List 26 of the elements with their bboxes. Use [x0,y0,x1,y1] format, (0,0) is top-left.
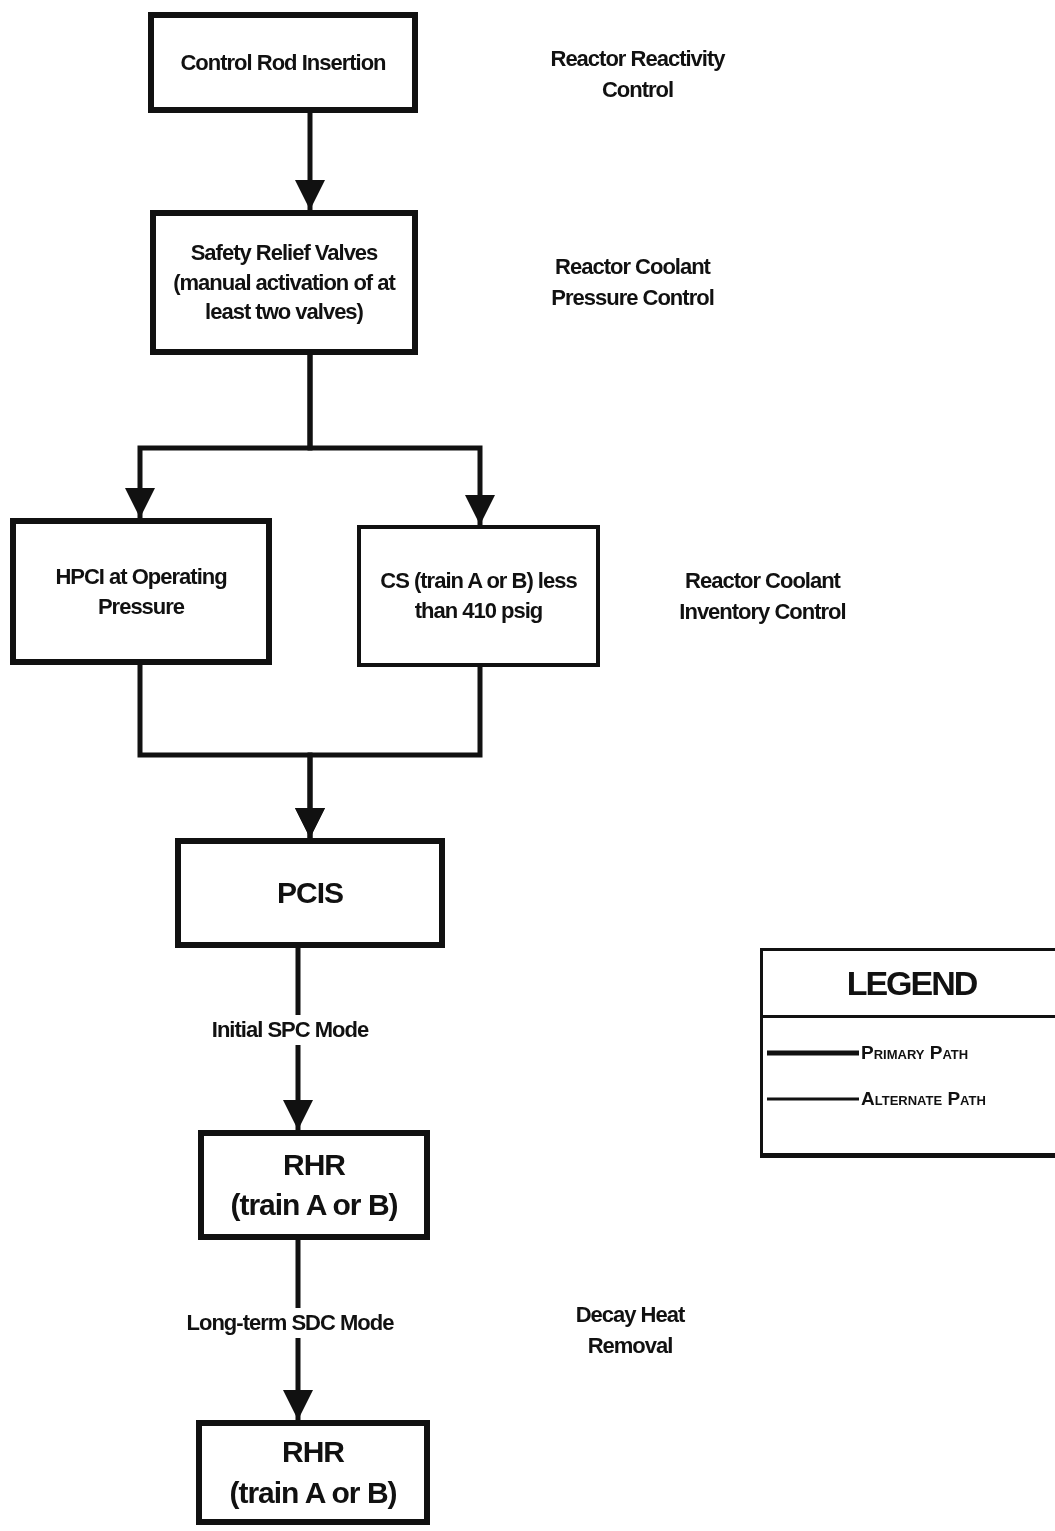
box-text: RHR [283,1146,345,1183]
process-box [10,518,272,665]
box-text: RHR [282,1434,344,1470]
box-text: Safety Relief Valves (manual activation of at least two valves) [172,238,397,327]
process-box [196,1420,430,1525]
legend-title: LEGEND [846,963,977,1003]
function-label: Decay Heat Removal [574,1301,686,1360]
process-box [198,1130,430,1240]
function-label: Reactor Reactivity Control [549,45,726,104]
process-box [148,12,418,113]
legend-text: Alternate Path [861,1088,986,1110]
box-text: PCIS [277,874,343,911]
arrow [295,113,325,210]
function-label: Reactor Coolant Pressure Control [550,253,715,312]
box-text: CS (train A or B) less than 410 psig [379,567,578,625]
box-text: HPCI at Operating Pressure [54,562,228,621]
box-text: (train A or B) [230,1187,398,1223]
process-box [357,525,600,667]
box-text: Control Rod Insertion [180,48,386,77]
legend-text: Primary Path [861,1042,969,1064]
function-label: Reactor Coolant Inventory Control [678,567,847,626]
process-box [150,210,418,355]
arrow [295,667,483,838]
process-box [175,838,445,948]
box-text: (train A or B) [229,1474,397,1511]
arrow [307,355,495,525]
